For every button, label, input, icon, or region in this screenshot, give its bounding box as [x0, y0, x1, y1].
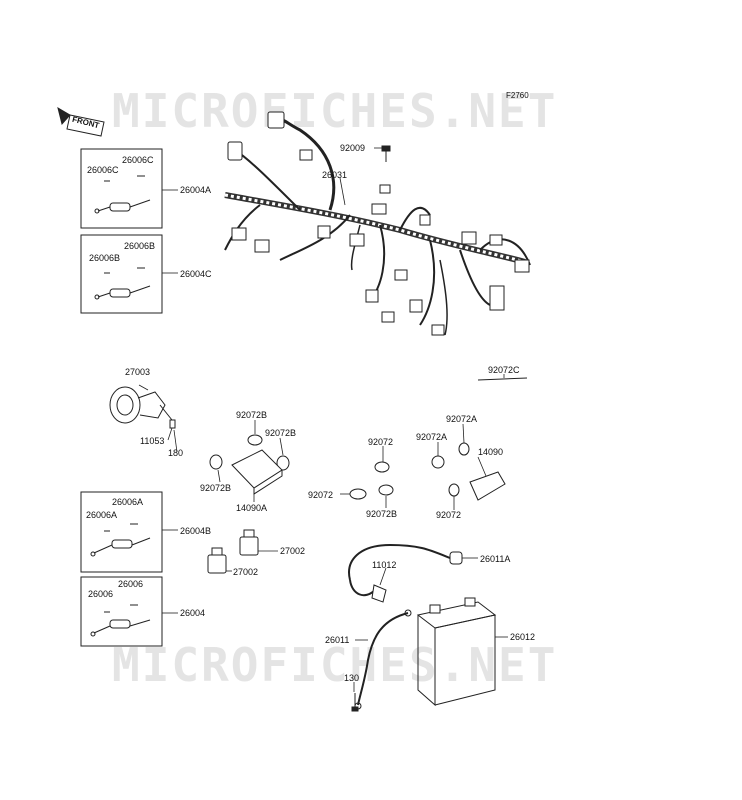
label-180: 180: [168, 448, 184, 458]
watermark-bottom: MICROFICHES.NET: [112, 638, 558, 692]
relay-box-14090: [469, 471, 506, 501]
clamps-left: [209, 434, 290, 471]
fuse-kit-26004A: [94, 175, 151, 214]
bolt-92009: [381, 145, 391, 162]
label-92072A-b: 92072A: [416, 432, 448, 442]
kit-box-26004: [80, 576, 163, 647]
relay-27002-lower: [207, 547, 227, 574]
kit-box-26004A: [80, 148, 163, 229]
main-harness-26031: [224, 111, 531, 336]
label-11053: 11053: [140, 436, 165, 446]
label-26006-b: 26006: [88, 589, 114, 599]
label-92072-a: 92072: [368, 437, 394, 447]
cable-26011A: [348, 543, 463, 597]
label-26006A-b: 26006A: [86, 510, 118, 520]
label-26006B-a: 26006B: [124, 241, 156, 251]
label-92072C: 92072C: [488, 365, 520, 375]
clamps-center: [349, 461, 394, 500]
bolt-130: [351, 693, 359, 712]
label-14090: 14090: [478, 447, 504, 457]
label-92072A-a: 92072A: [446, 414, 478, 424]
label-14090A: 14090A: [236, 503, 268, 513]
label-27002-b: 27002: [233, 567, 259, 577]
relay-box-14090A: [231, 449, 283, 495]
label-26006C-a: 26006C: [122, 155, 154, 165]
label-26004: 26004: [180, 608, 206, 618]
label-26011A: 26011A: [480, 554, 511, 564]
label-92009: 92009: [340, 143, 366, 153]
label-26006-a: 26006: [118, 579, 144, 589]
front-arrow-icon: [57, 106, 105, 137]
fuse-kit-26004: [90, 604, 151, 637]
horn-27003: [109, 386, 176, 429]
label-92072B-d: 92072B: [366, 509, 398, 519]
label-26012: 26012: [510, 632, 536, 642]
label-92072B-c: 92072B: [200, 483, 232, 493]
battery-26012: [416, 597, 497, 707]
label-26006C-b: 26006C: [87, 165, 119, 175]
watermark-top: MICROFICHES.NET: [112, 84, 558, 138]
cable-26011: [354, 609, 412, 710]
label-26006B-b: 26006B: [89, 253, 121, 263]
label-92072B-b: 92072B: [265, 428, 297, 438]
label-26004C: 26004C: [180, 269, 212, 279]
label-92072B-a: 92072B: [236, 410, 268, 420]
cap-11012: [371, 584, 387, 603]
fuse-kit-26004C: [94, 267, 151, 300]
label-27003: 27003: [125, 367, 151, 377]
label-26011: 26011: [325, 635, 350, 645]
label-92072-b: 92072: [308, 490, 334, 500]
label-26006A-a: 26006A: [112, 497, 144, 507]
label-27002-a: 27002: [280, 546, 306, 556]
relay-27002-upper: [239, 529, 259, 556]
fuse-kit-26004B: [90, 523, 151, 557]
label-92072-c: 92072: [436, 510, 462, 520]
figure-code: F2760: [506, 91, 529, 100]
label-26004A: 26004A: [180, 185, 212, 195]
kit-box-26004C: [80, 234, 163, 314]
label-26004B: 26004B: [180, 526, 212, 536]
leader-lines: [138, 147, 508, 692]
label-130: 130: [344, 673, 360, 683]
label-11012: 11012: [372, 560, 397, 570]
label-26031: 26031: [322, 170, 348, 180]
kit-box-26004B: [80, 491, 163, 573]
